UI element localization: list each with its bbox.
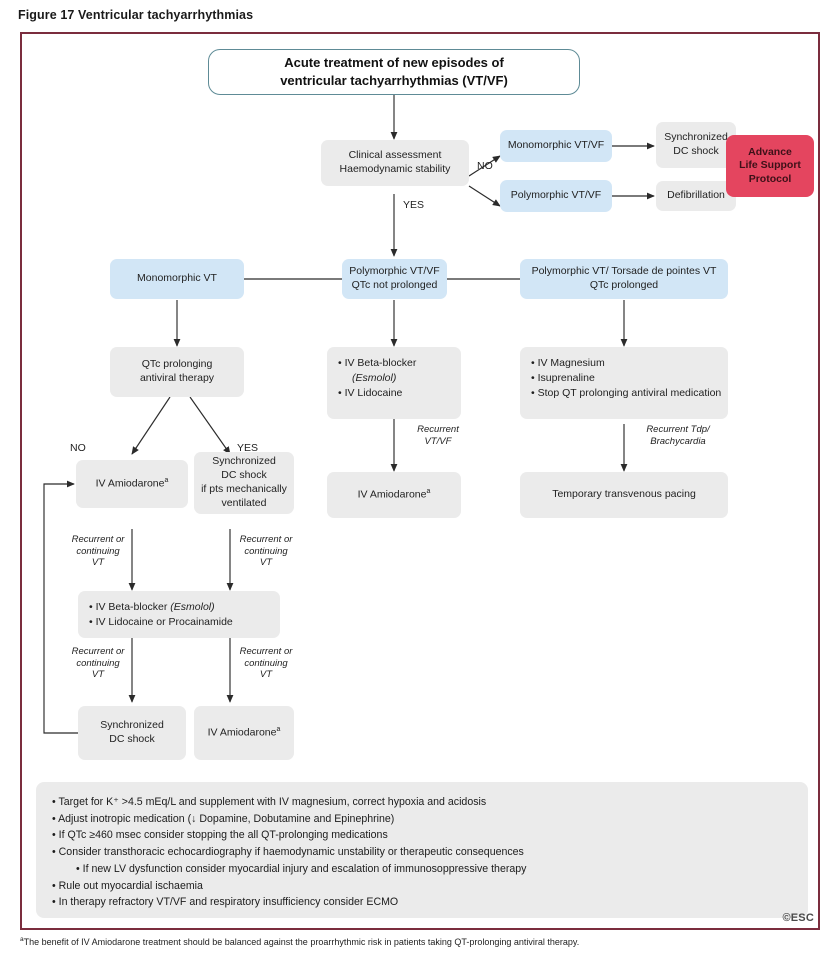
- node-mid-therapy: • IV Beta-blocker (Esmolol) • IV Lidocai…: [327, 347, 461, 419]
- node-advance-life-support-protocol: Advance Life Support Protocol: [726, 135, 814, 197]
- bb-lido-b1-plain: • IV Beta-blocker: [89, 601, 171, 613]
- qtc-antiviral-line-1: QTc prolonging: [141, 358, 213, 371]
- node-defibrillation: Defibrillation: [656, 181, 736, 211]
- figure-frame: Acute treatment of new episodes of ventr…: [20, 32, 820, 930]
- edge-label-recurrent-vt-b: Recurrent or continuing VT: [239, 534, 293, 569]
- node-polymorphic-vtvf: Polymorphic VT/VF: [500, 180, 612, 212]
- sync-dc-vent-line-1: Synchronized: [212, 455, 276, 468]
- bb-lido-bullet-2: • IV Lidocaine or Procainamide: [89, 616, 233, 629]
- clinical-assessment-line-2: Haemodynamic stability: [339, 163, 451, 175]
- node-beta-blocker-lidocaine: • IV Beta-blocker (Esmolol) • IV Lidocai…: [78, 591, 280, 638]
- poly-not-prolonged-line-2: QTc not prolonged: [351, 279, 438, 291]
- note-line: • Consider transthoracic echocardiograph…: [52, 846, 524, 859]
- mid-therapy-bullet-3: • IV Lidocaine: [338, 387, 403, 400]
- right-therapy-bullet-2: • Isuprenaline: [531, 372, 595, 385]
- footnote-ref-a3: a: [426, 488, 431, 496]
- als-line-3: Protocol: [748, 172, 792, 185]
- footnote-marker: a: [20, 936, 24, 943]
- clinical-assessment-line-1: Clinical assessment: [348, 149, 442, 162]
- sync-dc-bottom-line-2: DC shock: [109, 733, 155, 745]
- node-monomorphic-vtvf: Monomorphic VT/VF: [500, 130, 612, 162]
- node-monomorphic-vt: Monomorphic VT: [110, 259, 244, 299]
- qtc-antiviral-line-2: antiviral therapy: [139, 372, 215, 384]
- poly-prolonged-line-2: QTc prolonged: [589, 279, 659, 291]
- edge-label-yes-left: YES: [237, 442, 259, 454]
- edge-label-recurrent-vt-c: Recurrent or continuing VT: [71, 646, 125, 681]
- poly-prolonged-line-1: Polymorphic VT/ Torsade de pointes VT: [531, 265, 717, 278]
- node-sync-dc-shock-ventilated: Synchronized DC shock if pts mechanicall…: [194, 452, 294, 514]
- bb-lido-bullet-1: • IV Beta-blocker (Esmolol): [89, 600, 269, 615]
- edge-label-yes-top: YES: [403, 199, 425, 211]
- node-iv-amiodarone-left: IV Amiodaronea: [76, 460, 188, 508]
- note-line: • If QTc ≥460 msec consider stopping the…: [52, 829, 388, 842]
- node-synchronized-dc-shock-top: Synchronized DC shock: [656, 122, 736, 168]
- sync-dc-vent-line-3: if pts mechanically: [201, 483, 287, 495]
- node-polymorphic-not-prolonged: Polymorphic VT/VF QTc not prolonged: [342, 259, 447, 299]
- figure-footnote: aThe benefit of IV Amiodarone treatment …: [20, 936, 579, 947]
- sync-dc-bottom-line-1: Synchronized: [100, 719, 164, 732]
- edge-label-recurrent-vt-a: Recurrent or continuing VT: [71, 534, 125, 569]
- footnote-ref-a2: a: [276, 726, 281, 734]
- node-qtc-prolonging-antiviral: QTc prolonging antiviral therapy: [110, 347, 244, 397]
- note-line: • In therapy refractory VT/VF and respir…: [52, 896, 399, 909]
- node-iv-amiodarone-mid: IV Amiodaronea: [327, 472, 461, 518]
- edge-label-no-left: NO: [70, 442, 86, 454]
- edge-label-recurrent-vt-d: Recurrent or continuing VT: [239, 646, 293, 681]
- node-title: Acute treatment of new episodes of ventr…: [208, 49, 580, 95]
- note-line: • Adjust inotropic medication (↓ Dopamin…: [52, 812, 395, 825]
- node-polymorphic-prolonged: Polymorphic VT/ Torsade de pointes VT QT…: [520, 259, 728, 299]
- edge-label-recurrent-vtvf: Recurrent VT/VF: [417, 424, 459, 447]
- sync-dc-vent-line-4: ventilated: [221, 496, 267, 509]
- right-therapy-bullet-3: • Stop QT prolonging antiviral medicatio…: [531, 387, 722, 400]
- node-temporary-transvenous-pacing: Temporary transvenous pacing: [520, 472, 728, 518]
- iv-amiodarone-mid-label: IV Amiodarone: [357, 488, 427, 501]
- title-line-2: ventricular tachyarrhythmias (VT/VF): [280, 73, 508, 88]
- mid-therapy-bullet-1: • IV Beta-blocker: [338, 357, 417, 369]
- als-line-1: Advance: [748, 145, 792, 158]
- node-iv-amiodarone-bottom: IV Amiodaronea: [194, 706, 294, 760]
- node-clinical-assessment: Clinical assessment Haemodynamic stabili…: [321, 140, 469, 186]
- title-line-1: Acute treatment of new episodes of: [284, 55, 504, 71]
- footnote-text: The benefit of IV Amiodarone treatment s…: [23, 937, 580, 947]
- figure-caption: Figure 17 Ventricular tachyarrhythmias: [18, 8, 254, 22]
- footnote-ref-a1: a: [164, 477, 169, 485]
- node-right-therapy: • IV Magnesium • Isuprenaline • Stop QT …: [520, 347, 728, 419]
- sync-dc-top-line-2: DC shock: [673, 145, 719, 157]
- sync-dc-top-line-1: Synchronized: [664, 131, 728, 144]
- node-sync-dc-shock-bottom: Synchronized DC shock: [78, 706, 186, 760]
- sync-dc-vent-line-2: DC shock: [221, 469, 267, 482]
- iv-amiodarone-left-label: IV Amiodarone: [95, 477, 165, 490]
- bb-lido-b1-ital: (Esmolol): [170, 601, 215, 613]
- note-line: • Rule out myocardial ischaemia: [52, 879, 203, 892]
- mid-therapy-bullet-2: (Esmolol): [352, 372, 397, 385]
- note-line-sub: • If new LV dysfunction consider myocard…: [76, 862, 527, 875]
- als-line-2: Life Support: [739, 159, 801, 172]
- edge-label-no-top: NO: [477, 160, 493, 172]
- right-therapy-bullet-1: • IV Magnesium: [531, 357, 605, 369]
- note-line: • Target for K⁺ >4.5 mEq/L and supplemen…: [52, 796, 487, 808]
- flowchart-canvas: Acute treatment of new episodes of ventr…: [22, 34, 818, 928]
- notes-panel: • Target for K⁺ >4.5 mEq/L and supplemen…: [36, 782, 808, 918]
- iv-amiodarone-bottom-label: IV Amiodarone: [207, 726, 277, 739]
- esc-copyright: ©ESC: [782, 912, 814, 924]
- poly-not-prolonged-line-1: Polymorphic VT/VF: [349, 265, 440, 278]
- edge-label-recurrent-tdp: Recurrent Tdp/ Brachycardia: [646, 424, 710, 447]
